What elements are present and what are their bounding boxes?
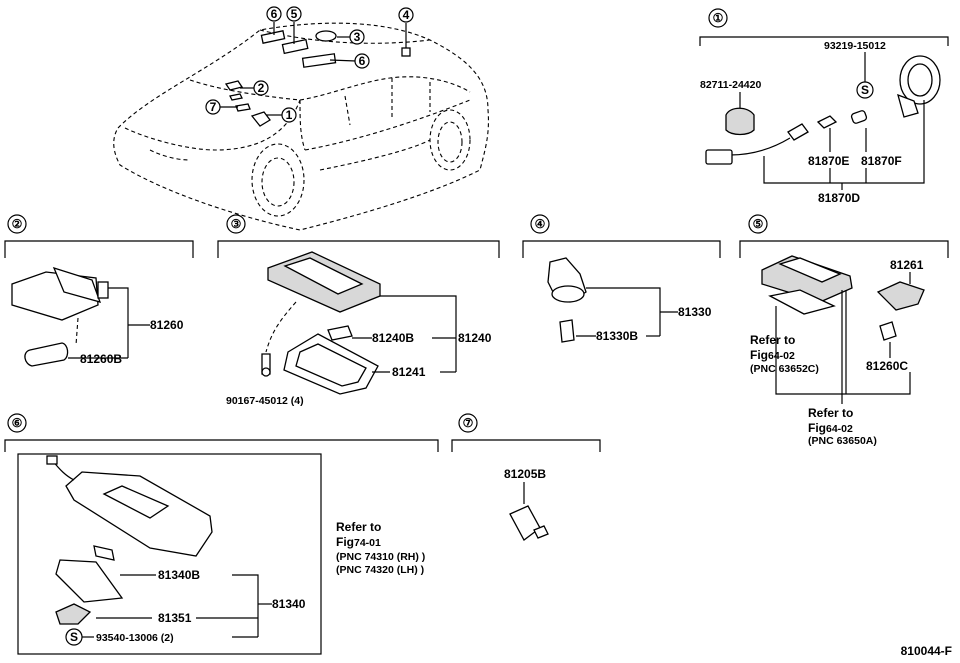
part-82711-24420: 82711-24420 <box>700 79 761 91</box>
ref2-line2: Fig64-02 <box>808 421 853 435</box>
car-callout-3: 3 <box>354 30 361 44</box>
section-3-label: ③ <box>231 217 242 231</box>
part-81260: 81260 <box>150 318 184 332</box>
figure-code: 810044-F <box>901 644 952 658</box>
part-81330: 81330 <box>678 305 712 319</box>
part-81351: 81351 <box>158 611 192 625</box>
part-93219-15012: 93219-15012 <box>824 40 886 52</box>
part-81205B: 81205B <box>504 467 546 481</box>
car-callout-7: 7 <box>210 100 217 114</box>
car-callout-5: 5 <box>291 7 298 21</box>
part-81870D: 81870D <box>818 191 860 205</box>
car-callout-4: 4 <box>403 8 410 22</box>
part-93540-13006: 93540-13006 (2) <box>96 632 174 644</box>
part-81340: 81340 <box>272 597 306 611</box>
group-7: ⑦ 81205B <box>451 413 601 541</box>
ref6-pnc1: (PNC 74310 (RH) ) <box>336 551 425 563</box>
section-5-label: ⑤ <box>753 217 764 231</box>
section-6-label: ⑥ <box>12 416 23 430</box>
group-6: ⑥ S 81340B 81351 81340 93540-13006 (2) R… <box>4 413 439 655</box>
car-callout-2: 2 <box>258 81 265 95</box>
section-4-label: ④ <box>535 217 546 231</box>
s-mark-1: S <box>861 83 869 97</box>
part-81260C: 81260C <box>866 359 908 373</box>
s-mark-6: S <box>70 630 78 644</box>
part-81240B: 81240B <box>372 331 414 345</box>
car-illustration: 6 5 3 4 6 2 7 1 <box>113 6 489 231</box>
group-5: ⑤ 81261 81260C Refer to Fig64-02 (PNC 63… <box>739 214 949 447</box>
part-81870F: 81870F <box>861 154 902 168</box>
part-81340B: 81340B <box>158 568 200 582</box>
part-81330B: 81330B <box>596 329 638 343</box>
car-callout-6b: 6 <box>359 54 366 68</box>
part-90167-45012: 90167-45012 (4) <box>226 395 304 407</box>
ref2-pnc: (PNC 63650A) <box>808 435 877 447</box>
section-7-label: ⑦ <box>463 416 474 430</box>
group-3: ③ 81240B 81240 81241 90167-45012 (4) <box>217 214 500 407</box>
car-callout-1: 1 <box>286 108 293 122</box>
ref1-line1: Refer to <box>750 333 795 347</box>
car-callout-6a: 6 <box>271 7 278 21</box>
ref2-line1: Refer to <box>808 406 853 420</box>
part-81260B: 81260B <box>80 352 122 366</box>
part-81241: 81241 <box>392 365 426 379</box>
group-2: ② 81260 81260B <box>4 214 194 367</box>
part-81870E: 81870E <box>808 154 849 168</box>
group-1: ① 93219-15012 S 82711-24420 81870E 81870… <box>699 8 949 205</box>
section-2-label: ② <box>12 217 23 231</box>
ref1-pnc: (PNC 63652C) <box>750 363 819 375</box>
ref1-line2: Fig64-02 <box>750 348 795 362</box>
section-1-label: ① <box>713 11 724 25</box>
part-81240: 81240 <box>458 331 492 345</box>
ref6-line2: Fig74-01 <box>336 535 381 549</box>
part-81261: 81261 <box>890 258 924 272</box>
group-4: ④ 81330 81330B <box>522 214 721 343</box>
ref6-line1: Refer to <box>336 520 381 534</box>
ref6-pnc2: (PNC 74320 (LH) ) <box>336 564 424 576</box>
